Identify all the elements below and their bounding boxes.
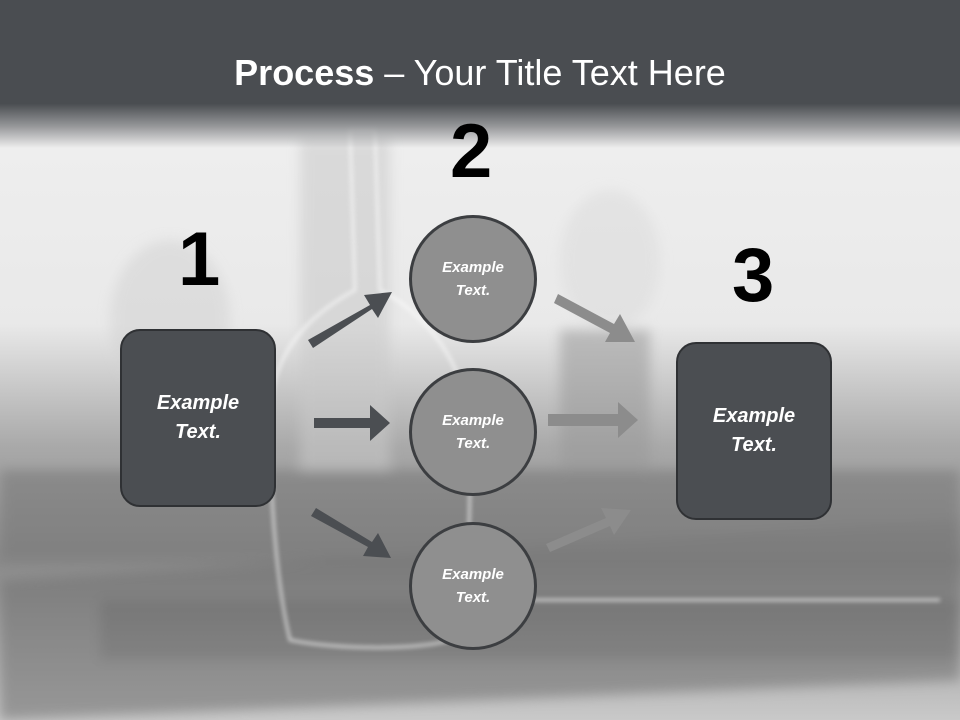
circle-top-line2: Text. (455, 282, 491, 299)
step-1-text-line1: Example (156, 392, 240, 414)
circle-middle-line2: Text. (455, 435, 491, 452)
circle-top-line1: Example (442, 258, 504, 276)
step-1-text-line2: Text. (175, 421, 221, 443)
step-3-box: Example Text. (676, 342, 832, 520)
step-3-text-line2: Text. (731, 434, 777, 456)
step-number-1: 1 (178, 217, 221, 302)
title-bar (0, 0, 960, 148)
step-3-text-line1: Example (712, 405, 796, 427)
step-2-circle-top: Example Text. (409, 215, 537, 343)
step-number-2: 2 (450, 109, 493, 194)
circle-middle-line1: Example (442, 411, 504, 429)
title-rest: – Your Title Text Here (374, 52, 726, 93)
circle-bottom-line2: Text. (455, 589, 491, 606)
slide-title: Process – Your Title Text Here (0, 52, 960, 94)
step-2-circle-middle: Example Text. (409, 368, 537, 496)
title-strong: Process (234, 52, 375, 93)
circle-bottom-line1: Example (442, 565, 504, 583)
step-2-circle-bottom: Example Text. (409, 522, 537, 650)
step-number-3: 3 (732, 233, 775, 318)
step-1-box: Example Text. (120, 329, 276, 507)
